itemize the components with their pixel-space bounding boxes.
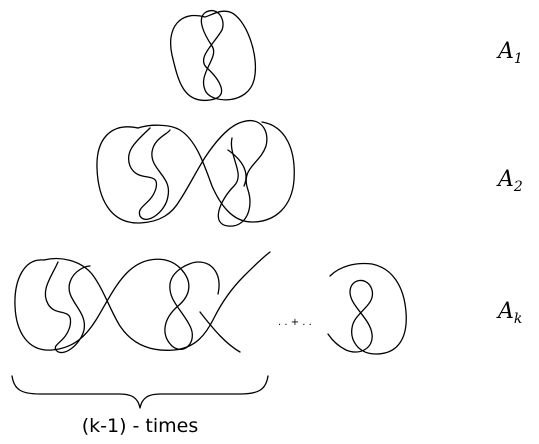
brace-caption: (k-1) - times <box>82 415 199 437</box>
label-ak: Ak <box>496 299 522 327</box>
knot-a2 <box>96 120 295 227</box>
knot-ak-last <box>327 262 407 355</box>
knot-chain <box>14 251 271 354</box>
label-a1: A1 <box>496 39 523 67</box>
knot-a1 <box>170 9 256 101</box>
continuation-plus: . . + . . <box>278 317 312 328</box>
label-a2: A2 <box>496 167 523 195</box>
under-brace <box>11 375 269 409</box>
